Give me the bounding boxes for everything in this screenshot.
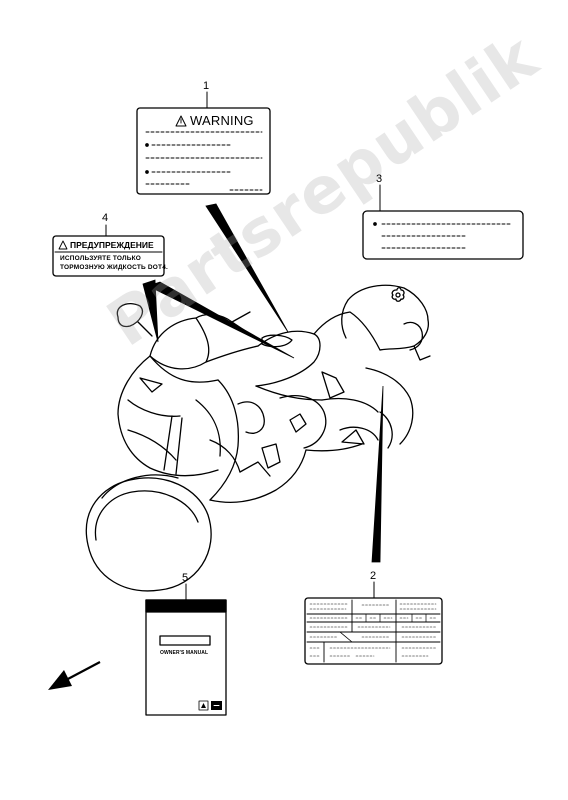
blank-label-3 <box>362 210 524 260</box>
russian-label-line-1: ИСПОЛЬЗУЯТЕ ТОЛЬКО <box>60 255 142 262</box>
russian-label-line-2: ТОРМОЗНУЮ ЖИДКОСТЬ DOT4. <box>60 264 169 271</box>
spec-table-label <box>304 597 443 665</box>
warning-label <box>136 107 271 195</box>
callout-number-4: 4 <box>102 212 109 224</box>
callout-leader-lines <box>105 91 381 601</box>
russian-warning-label <box>52 235 165 277</box>
russian-label-title: ПРЕДУПРЕЖДЕНИЕ <box>70 240 154 250</box>
warning-triangle-icon <box>175 115 187 127</box>
callout-number-5: 5 <box>182 572 189 584</box>
front-direction-arrow-icon <box>48 661 101 690</box>
owners-manual-title: OWNER'S MANUAL <box>160 650 209 656</box>
label-pointers <box>142 203 384 563</box>
warning-label-title: WARNING <box>190 113 254 128</box>
warning-triangle-icon <box>58 240 68 250</box>
callout-number-1: 1 <box>203 80 210 92</box>
callout-number-3: 3 <box>376 173 383 185</box>
owners-manual-booklet <box>145 599 227 716</box>
motorcycle-outline <box>85 284 431 592</box>
callout-number-2: 2 <box>370 570 377 582</box>
